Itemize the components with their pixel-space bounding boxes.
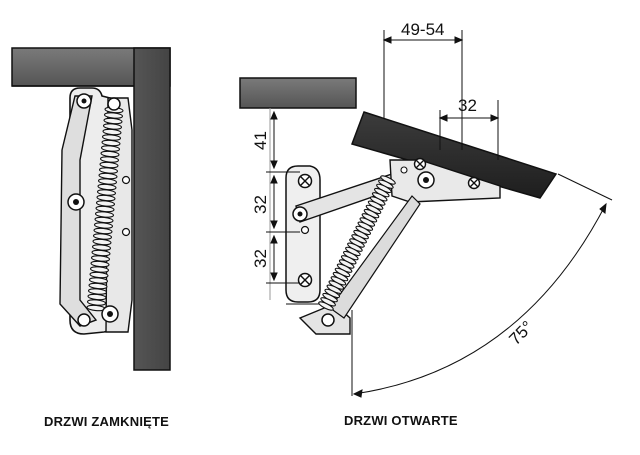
screw-door-left (413, 157, 427, 171)
pivot-spring-top-closed (107, 97, 121, 111)
dim-angle: 75° (505, 317, 537, 349)
open-door-view: 49-54 32 41 32 32 75° (239, 20, 613, 398)
dim-top-span: 49-54 (401, 20, 444, 39)
caption-open-door: DRZWI OTWARTE (344, 413, 458, 428)
spring-open (318, 175, 396, 311)
door-panel-closed (133, 47, 171, 371)
pivot-lower-arm-open (321, 313, 335, 327)
screw-door-right (467, 176, 481, 190)
dimension-lines (266, 30, 613, 398)
mounting-plate-open (285, 165, 321, 303)
caption-closed-door: DRZWI ZAMKNIĘTE (44, 414, 170, 429)
cabinet-top-panel-open (239, 77, 357, 109)
screw-bottom-open (297, 272, 313, 288)
dim-inner-span: 32 (458, 96, 477, 115)
spring-coil (318, 301, 334, 311)
pivot-bottom-closed (77, 313, 91, 327)
closed-door-view (11, 47, 171, 371)
dim-vertical-top: 41 (251, 131, 270, 150)
spring-closed (86, 106, 124, 312)
door-panel-open (351, 111, 558, 199)
screw-top-open (297, 173, 313, 189)
dim-vertical-bottom: 32 (251, 249, 270, 268)
dim-vertical-mid: 32 (251, 195, 270, 214)
